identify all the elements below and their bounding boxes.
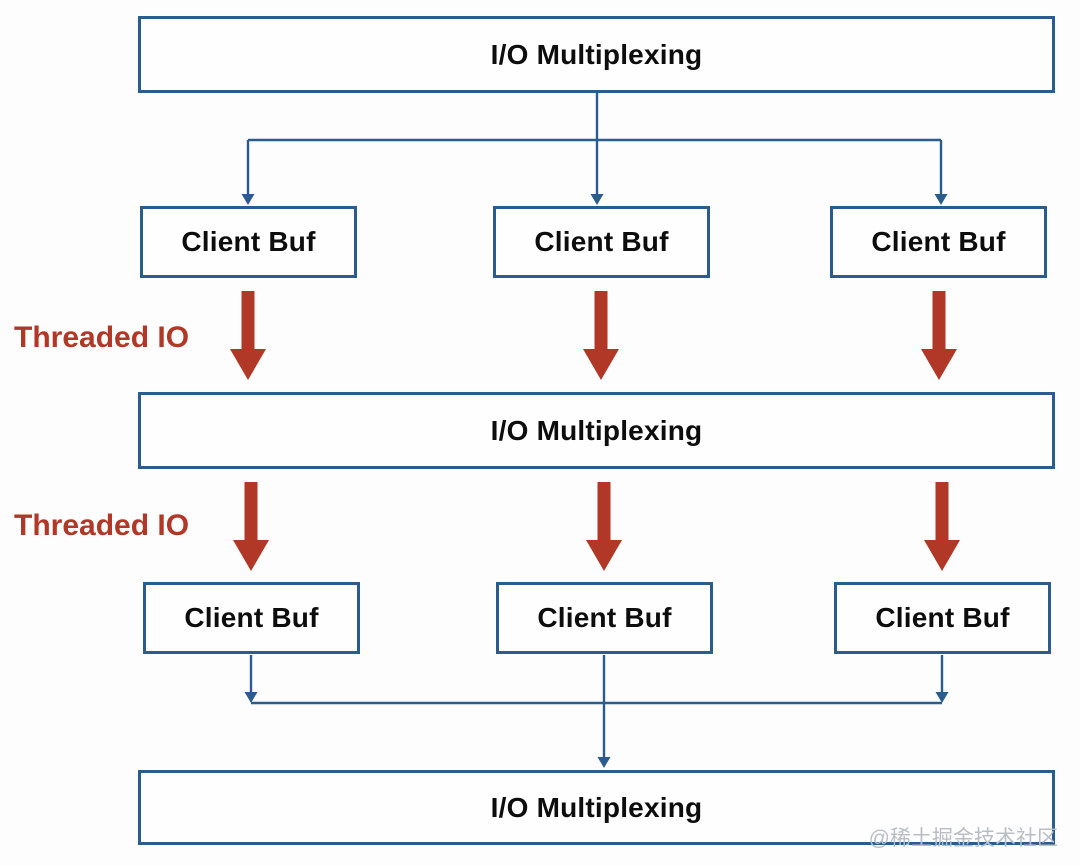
client-buf-box-row2-2: Client Buf [496,582,713,654]
red-arrow-down-icon [583,291,619,380]
red-arrow-down-icon [586,482,622,571]
threaded-io-arrows-row2 [233,482,960,571]
arrowhead-down-icon [935,692,949,703]
red-arrow-down-icon [230,291,266,380]
red-arrow-down-icon [924,482,960,571]
red-arrow-down-icon [233,482,269,571]
arrowhead-down-icon [590,194,604,205]
top-fanout-arrowheads [241,194,948,205]
arrowhead-down-icon [934,194,948,205]
red-arrow-down-icon [921,291,957,380]
threaded-io-label-1: Threaded IO [14,321,190,354]
client-buf-box-row2-3: Client Buf [834,582,1051,654]
bottom-fanin-lines [249,655,944,757]
arrowhead-down-icon [241,194,255,205]
client-buf-box-row1-3: Client Buf [830,206,1047,278]
watermark-text: @稀土掘金技术社区 [868,827,1058,850]
bottom-fanin-arrowheads [244,692,949,768]
top-fanout-lines [246,92,943,195]
arrowhead-down-icon [597,757,611,768]
io-multiplexing-top-box: I/O Multiplexing [138,16,1055,93]
io-multiplexing-bottom-box: I/O Multiplexing [138,770,1055,845]
threaded-io-label-2: Threaded IO [14,509,190,542]
io-multiplexing-middle-box: I/O Multiplexing [138,392,1055,469]
client-buf-box-row1-2: Client Buf [493,206,710,278]
client-buf-box-row1-1: Client Buf [140,206,357,278]
arrowhead-down-icon [244,692,258,703]
bottom-fanin-connector [249,655,944,757]
threaded-io-arrows-row1 [230,291,957,380]
top-fanout-connector [246,92,943,195]
client-buf-box-row2-1: Client Buf [143,582,360,654]
